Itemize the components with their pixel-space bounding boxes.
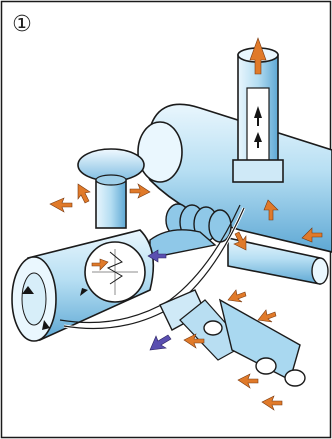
tube-window [247, 88, 269, 166]
step-number-circle: ① [7, 9, 37, 39]
tube-collar [233, 160, 283, 182]
